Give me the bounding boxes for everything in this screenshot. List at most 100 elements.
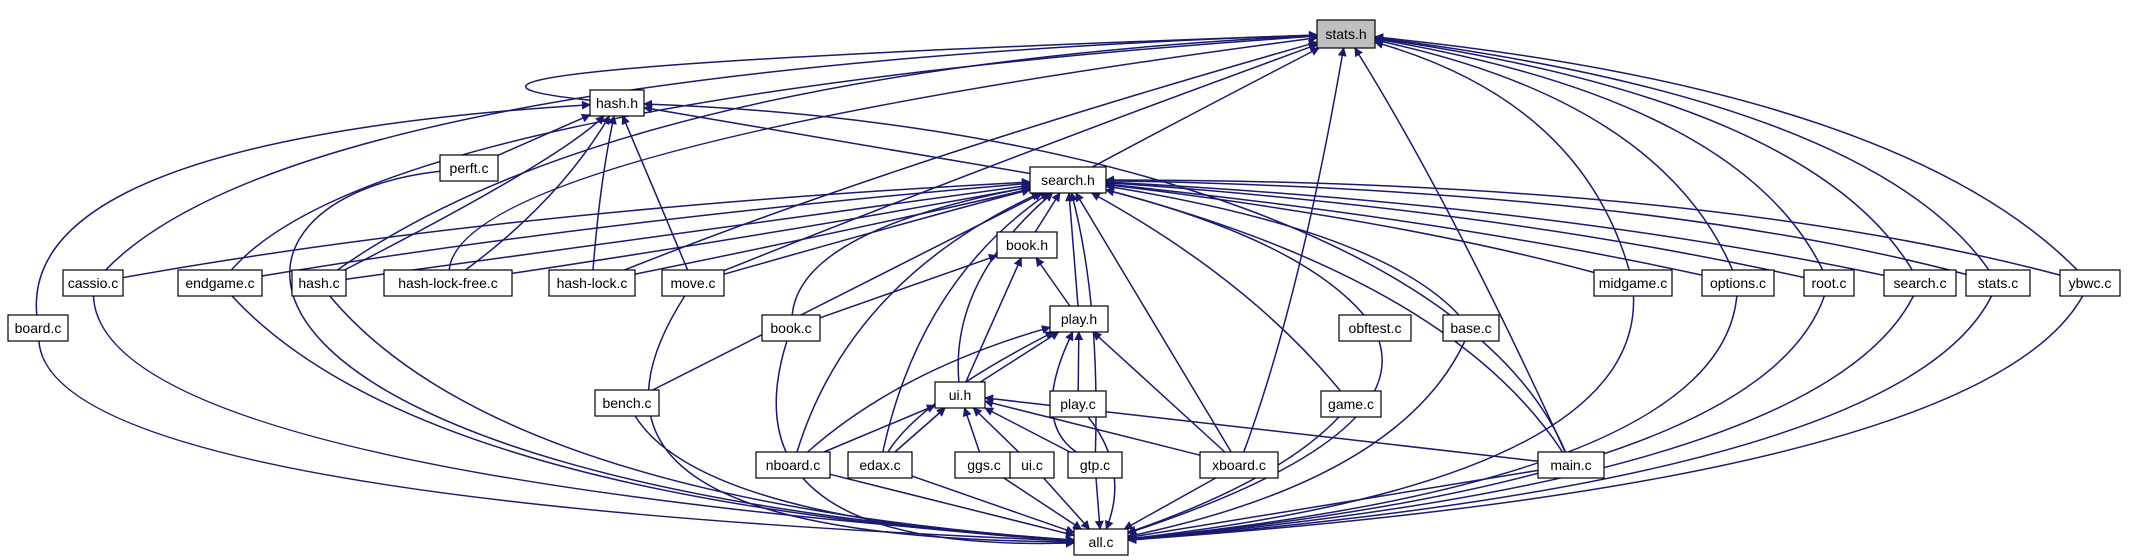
edge-xboard-c-to-search-h (1075, 192, 1232, 453)
node-ggs-c[interactable]: ggs.c (954, 451, 1014, 479)
node-label: ui.c (1021, 457, 1043, 473)
node-play-c[interactable]: play.c (1049, 390, 1107, 418)
node-obftest-c[interactable]: obftest.c (1338, 314, 1412, 342)
node-search-h[interactable]: search.h (1029, 166, 1107, 194)
node-box (1316, 19, 1376, 49)
edge-base-c-to-all-c (1127, 340, 1466, 540)
node-play-h[interactable]: play.h (1049, 305, 1109, 333)
node-hash-lock-c[interactable]: hash-lock.c (548, 269, 636, 297)
node-search-c[interactable]: search.c (1883, 269, 1957, 297)
node-box (1199, 451, 1279, 479)
edge-midgame-c-to-all-c (1127, 295, 1635, 543)
node-box (1442, 314, 1500, 342)
edge-cassio-c-to-search-h (122, 177, 1031, 279)
node-box (661, 269, 725, 297)
edge-play-c-to-play-h (1074, 331, 1084, 392)
edge-hash-c-to-stats-h (336, 31, 1318, 271)
edge-search-c-to-stats-h (1374, 34, 1913, 271)
node-nboard-c[interactable]: nboard.c (755, 451, 831, 479)
edge-hash-c-to-hash-h (344, 115, 605, 271)
node-box (755, 451, 831, 479)
node-bench-c[interactable]: bench.c (594, 389, 660, 417)
edge-play-h-to-search-h (1065, 192, 1079, 307)
edge-endgame-c-to-stats-h (230, 32, 1318, 271)
edge-hash-lock-free-c-to-stats-h (448, 34, 1318, 271)
node-book-c[interactable]: book.c (761, 314, 821, 342)
edge-stats-c-to-all-c (1127, 295, 1993, 544)
edge-search-h-to-stats-h (1091, 47, 1320, 168)
node-edax-c[interactable]: edax.c (847, 451, 913, 479)
edge-main-c-to-all-c (1127, 469, 1539, 541)
node-xboard-c[interactable]: xboard.c (1199, 451, 1279, 479)
node-root-c[interactable]: root.c (1803, 269, 1855, 297)
edge-edax-c-to-all-c (911, 475, 1075, 535)
node-midgame-c[interactable]: midgame.c (1593, 269, 1673, 297)
node-endgame-c[interactable]: endgame.c (177, 269, 263, 297)
node-perft-c[interactable]: perft.c (439, 154, 499, 182)
node-ui-c[interactable]: ui.c (1009, 451, 1055, 479)
node-box (1009, 451, 1055, 479)
node-book-h[interactable]: book.h (996, 231, 1058, 259)
edge-edax-c-to-ui-h (894, 407, 946, 453)
node-all-c[interactable]: all.c (1073, 528, 1129, 556)
node-box (548, 269, 636, 297)
node-board-c[interactable]: board.c (7, 314, 69, 342)
edge-gtp-c-to-all-c (1094, 477, 1104, 530)
edge-move-c-to-hash-h (621, 115, 689, 271)
node-box (62, 269, 124, 297)
node-label: play.c (1060, 396, 1096, 412)
edge-nboard-c-to-search-h (796, 192, 1041, 453)
node-main-c[interactable]: main.c (1537, 451, 1605, 479)
node-label: perft.c (450, 160, 489, 176)
edge-bench-c-to-all-c (634, 415, 1075, 545)
node-stats-h[interactable]: stats.h (1316, 19, 1376, 49)
edge-cassio-c-to-all-c (92, 295, 1075, 545)
node-label: cassio.c (68, 275, 119, 291)
node-box (7, 314, 69, 342)
node-box (1803, 269, 1855, 297)
node-ui-h[interactable]: ui.h (934, 381, 986, 409)
edge-nboard-c-to-play-h (807, 325, 1051, 453)
node-hash-c[interactable]: hash.c (291, 269, 347, 297)
node-base-c[interactable]: base.c (1442, 314, 1500, 342)
node-label: hash-lock.c (557, 275, 628, 291)
node-box (1073, 528, 1129, 556)
edge-perft-c-to-hash-h (497, 114, 591, 156)
node-hash-h[interactable]: hash.h (589, 89, 645, 117)
edge-ui-h-to-book-h (965, 257, 1023, 383)
edge-move-c-to-all-c (647, 295, 1075, 547)
node-gtp-c[interactable]: gtp.c (1067, 451, 1123, 479)
node-move-c[interactable]: move.c (661, 269, 725, 297)
edge-ggs-c-to-all-c (1003, 477, 1082, 530)
node-hash-lock-free-c[interactable]: hash-lock-free.c (383, 269, 513, 297)
node-label: stats.h (1325, 26, 1366, 42)
edge-ui-h-to-play-h (979, 331, 1060, 383)
node-box (934, 381, 986, 409)
edge-hash-c-to-search-h (345, 181, 1031, 280)
edge-xboard-c-to-play-h (1092, 331, 1226, 453)
node-stats-c[interactable]: stats.c (1965, 269, 2031, 297)
edge-ui-c-to-all-c (1043, 477, 1091, 530)
node-label: bench.c (602, 395, 651, 411)
edge-gtp-c-to-ui-h (984, 407, 1071, 453)
node-label: base.c (1450, 320, 1491, 336)
node-label: obftest.c (1349, 320, 1402, 336)
node-box (2059, 269, 2121, 297)
edge-hash-lock-c-to-hash-h (592, 115, 617, 271)
node-options-c[interactable]: options.c (1701, 269, 1775, 297)
node-cassio-c[interactable]: cassio.c (62, 269, 124, 297)
node-box (439, 154, 499, 182)
node-ybwc-c[interactable]: ybwc.c (2059, 269, 2121, 297)
node-box (1701, 269, 1775, 297)
edge-root-c-to-all-c (1127, 295, 1826, 544)
node-label: ggs.c (967, 457, 1000, 473)
node-label: xboard.c (1212, 457, 1266, 473)
node-label: nboard.c (766, 457, 820, 473)
node-box (383, 269, 513, 297)
node-label: midgame.c (1599, 275, 1667, 291)
edge-root-c-to-search-h (1105, 178, 1805, 279)
edge-root-c-to-stats-h (1374, 35, 1824, 271)
node-game-c[interactable]: game.c (1320, 390, 1382, 418)
edge-options-c-to-all-c (1127, 295, 1738, 543)
node-box (1049, 305, 1109, 333)
